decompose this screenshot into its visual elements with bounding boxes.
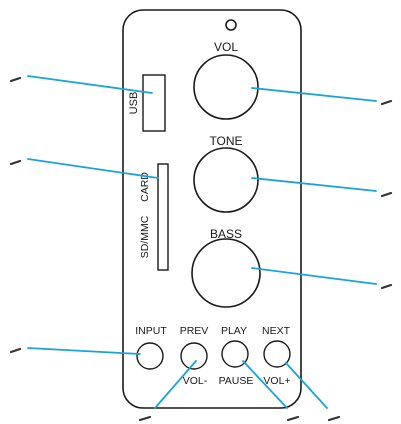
leader-lines [27, 75, 377, 409]
pause-label: PAUSE [219, 375, 254, 387]
prev-button[interactable] [180, 342, 208, 370]
tick-card [9, 159, 22, 166]
tick-tone [380, 191, 393, 198]
bass-knob[interactable] [191, 238, 261, 308]
tick-prev [138, 415, 152, 422]
next-label: NEXT [262, 325, 291, 337]
usb-label: USB [128, 92, 140, 115]
callout-ticks [9, 76, 393, 422]
leader-bass [251, 267, 377, 285]
vol-plus-label: VOL+ [263, 375, 290, 387]
leader-vol [251, 87, 377, 102]
usb-port[interactable] [142, 74, 166, 132]
prev-label: PREV [180, 325, 209, 337]
leader-input [27, 347, 141, 355]
bass-knob-label: BASS [210, 227, 242, 241]
tick-usb [9, 76, 22, 83]
tick-next [327, 415, 341, 422]
leader-card [27, 158, 159, 179]
vol-knob-label: VOL [214, 40, 238, 54]
play-label: PLAY [221, 325, 247, 337]
card-label: CARD [139, 172, 151, 202]
play-button[interactable] [221, 340, 249, 368]
tick-bass [380, 283, 393, 290]
input-button[interactable] [136, 342, 164, 370]
vol-knob[interactable] [193, 54, 259, 120]
sd-mmc-label: SD/MMC [139, 215, 151, 258]
leader-tone [251, 177, 377, 192]
mounting-hole [225, 19, 237, 31]
vol-minus-label: VOL- [183, 375, 208, 387]
leader-prev [154, 360, 197, 409]
tone-knob-label: TONE [209, 134, 242, 148]
leader-play [242, 360, 288, 409]
tone-knob[interactable] [193, 147, 259, 213]
tick-input [9, 347, 22, 354]
leader-usb [27, 75, 153, 94]
tick-vol [380, 99, 393, 106]
tick-play [286, 415, 300, 422]
next-button[interactable] [263, 340, 291, 368]
sd-card-slot[interactable] [157, 163, 169, 271]
leader-next [285, 362, 328, 409]
input-label: INPUT [135, 325, 167, 337]
